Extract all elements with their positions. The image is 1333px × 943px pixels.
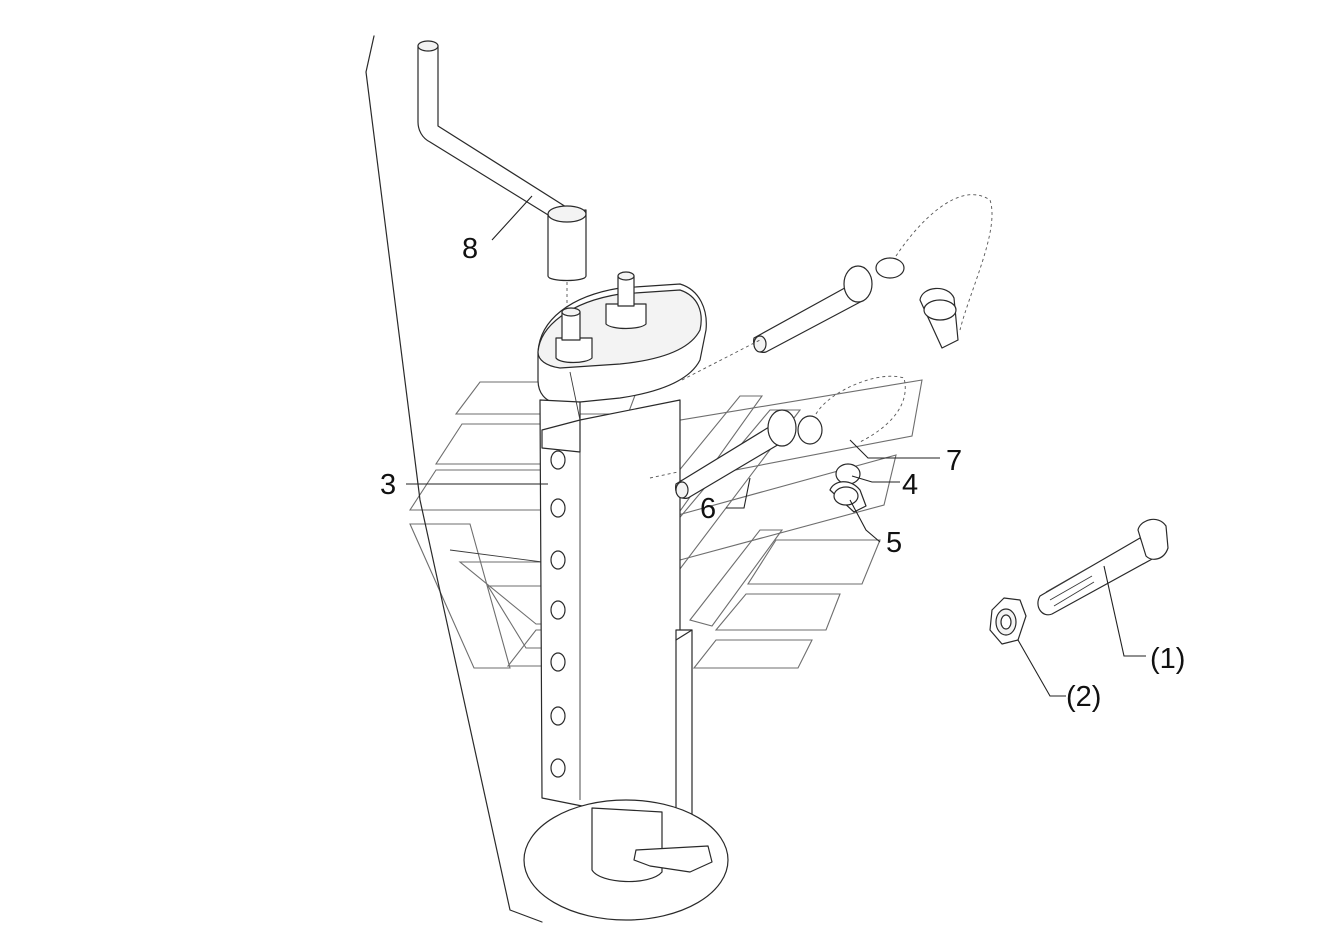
upper-locking-pin — [681, 194, 993, 381]
leader-lines — [406, 195, 1146, 697]
callout-4: 4 — [902, 469, 918, 501]
callout-1: (1) — [1150, 643, 1185, 675]
callout-labels: 8 3 6 7 4 5 (1) (2) — [380, 233, 1185, 713]
lower-locking-pin — [649, 375, 906, 499]
nut — [989, 597, 1027, 645]
lynch-pin-clip — [829, 481, 867, 513]
callout-2: (2) — [1066, 681, 1101, 713]
jack-tube — [539, 371, 693, 871]
callout-3: 3 — [380, 469, 396, 501]
jack-head — [537, 271, 707, 405]
bolt — [1037, 518, 1169, 616]
callout-8: 8 — [462, 233, 478, 265]
callout-5: 5 — [886, 527, 902, 559]
crank-handle — [417, 40, 587, 312]
callout-6: 6 — [700, 493, 716, 525]
callout-7: 7 — [946, 445, 962, 477]
jack-foot — [523, 799, 729, 921]
